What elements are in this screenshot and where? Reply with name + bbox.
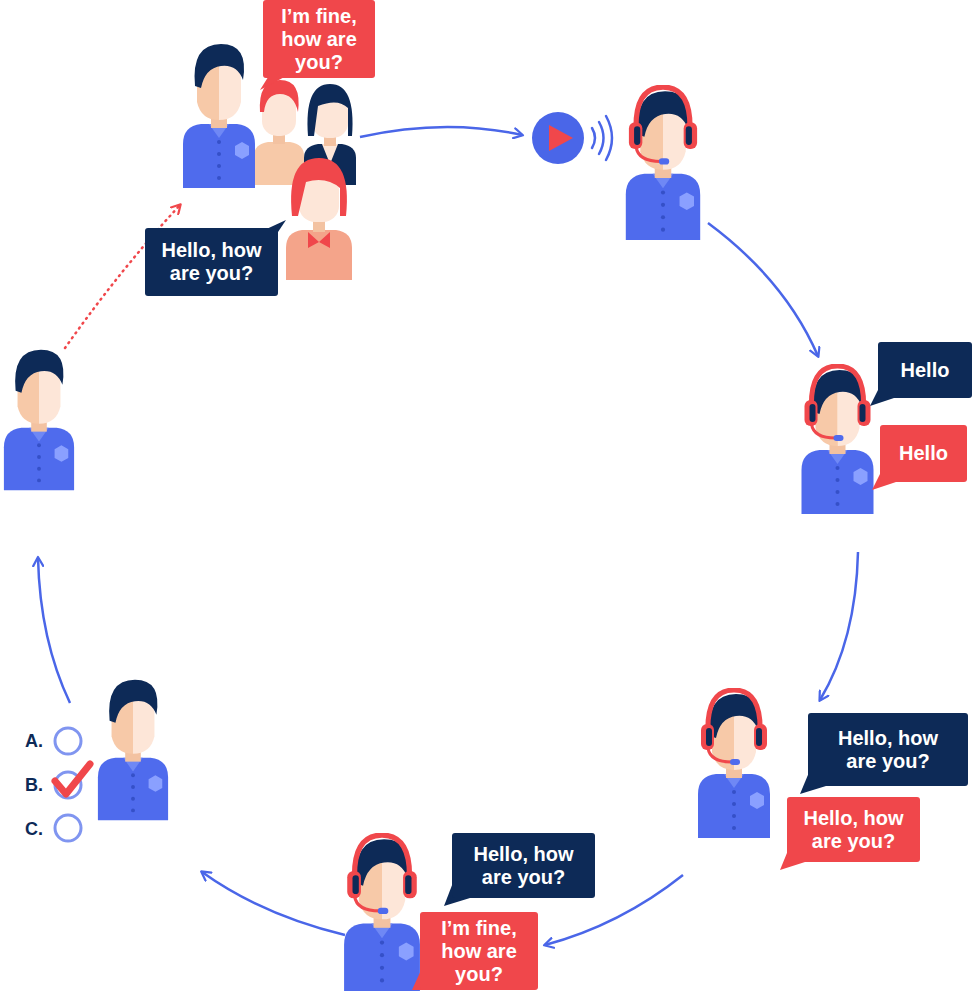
bubble-text: Hello, how are you? <box>826 727 950 773</box>
bubble-text: Hello, how are you? <box>157 239 266 285</box>
person-figure <box>4 350 74 490</box>
bubble-text: Hello, how are you? <box>466 843 581 889</box>
cycle-arrow <box>202 872 345 935</box>
play-button <box>532 112 612 164</box>
speech-bubble: Hello <box>880 425 967 482</box>
listener-figure <box>698 690 770 838</box>
bubble-text: I’m fine, how are you? <box>432 917 526 986</box>
cycle-arrow <box>38 558 70 703</box>
speech-bubble: Hello, how are you? <box>452 833 595 898</box>
person-figure <box>98 680 168 820</box>
bubble-text: I’m fine, how are you? <box>273 5 365 74</box>
speech-bubble: I’m fine, how are you? <box>420 912 538 990</box>
check-mark <box>55 764 90 794</box>
bubble-text: Hello <box>901 359 950 382</box>
cycle-arrow <box>708 223 818 356</box>
person-figure <box>183 44 255 188</box>
cycle-arrow <box>820 552 858 700</box>
speech-bubble: I’m fine, how are you? <box>263 0 375 78</box>
speech-bubble: Hello, how are you? <box>145 228 278 296</box>
option-letter: A. <box>25 732 43 750</box>
bubble-text: Hello, how are you? <box>799 807 908 853</box>
quiz-options <box>55 728 90 841</box>
listener-figure <box>802 366 874 514</box>
speech-bubble: Hello, how are you? <box>808 713 968 786</box>
listener-figure <box>626 87 700 240</box>
option-letter: B. <box>25 776 43 794</box>
option-letter: C. <box>25 820 43 838</box>
speech-bubble: Hello, how are you? <box>787 797 920 862</box>
cycle-arrow <box>360 127 522 137</box>
bubble-text: Hello <box>899 442 948 465</box>
listener-figure <box>344 835 420 991</box>
speech-bubble: Hello <box>878 342 972 398</box>
